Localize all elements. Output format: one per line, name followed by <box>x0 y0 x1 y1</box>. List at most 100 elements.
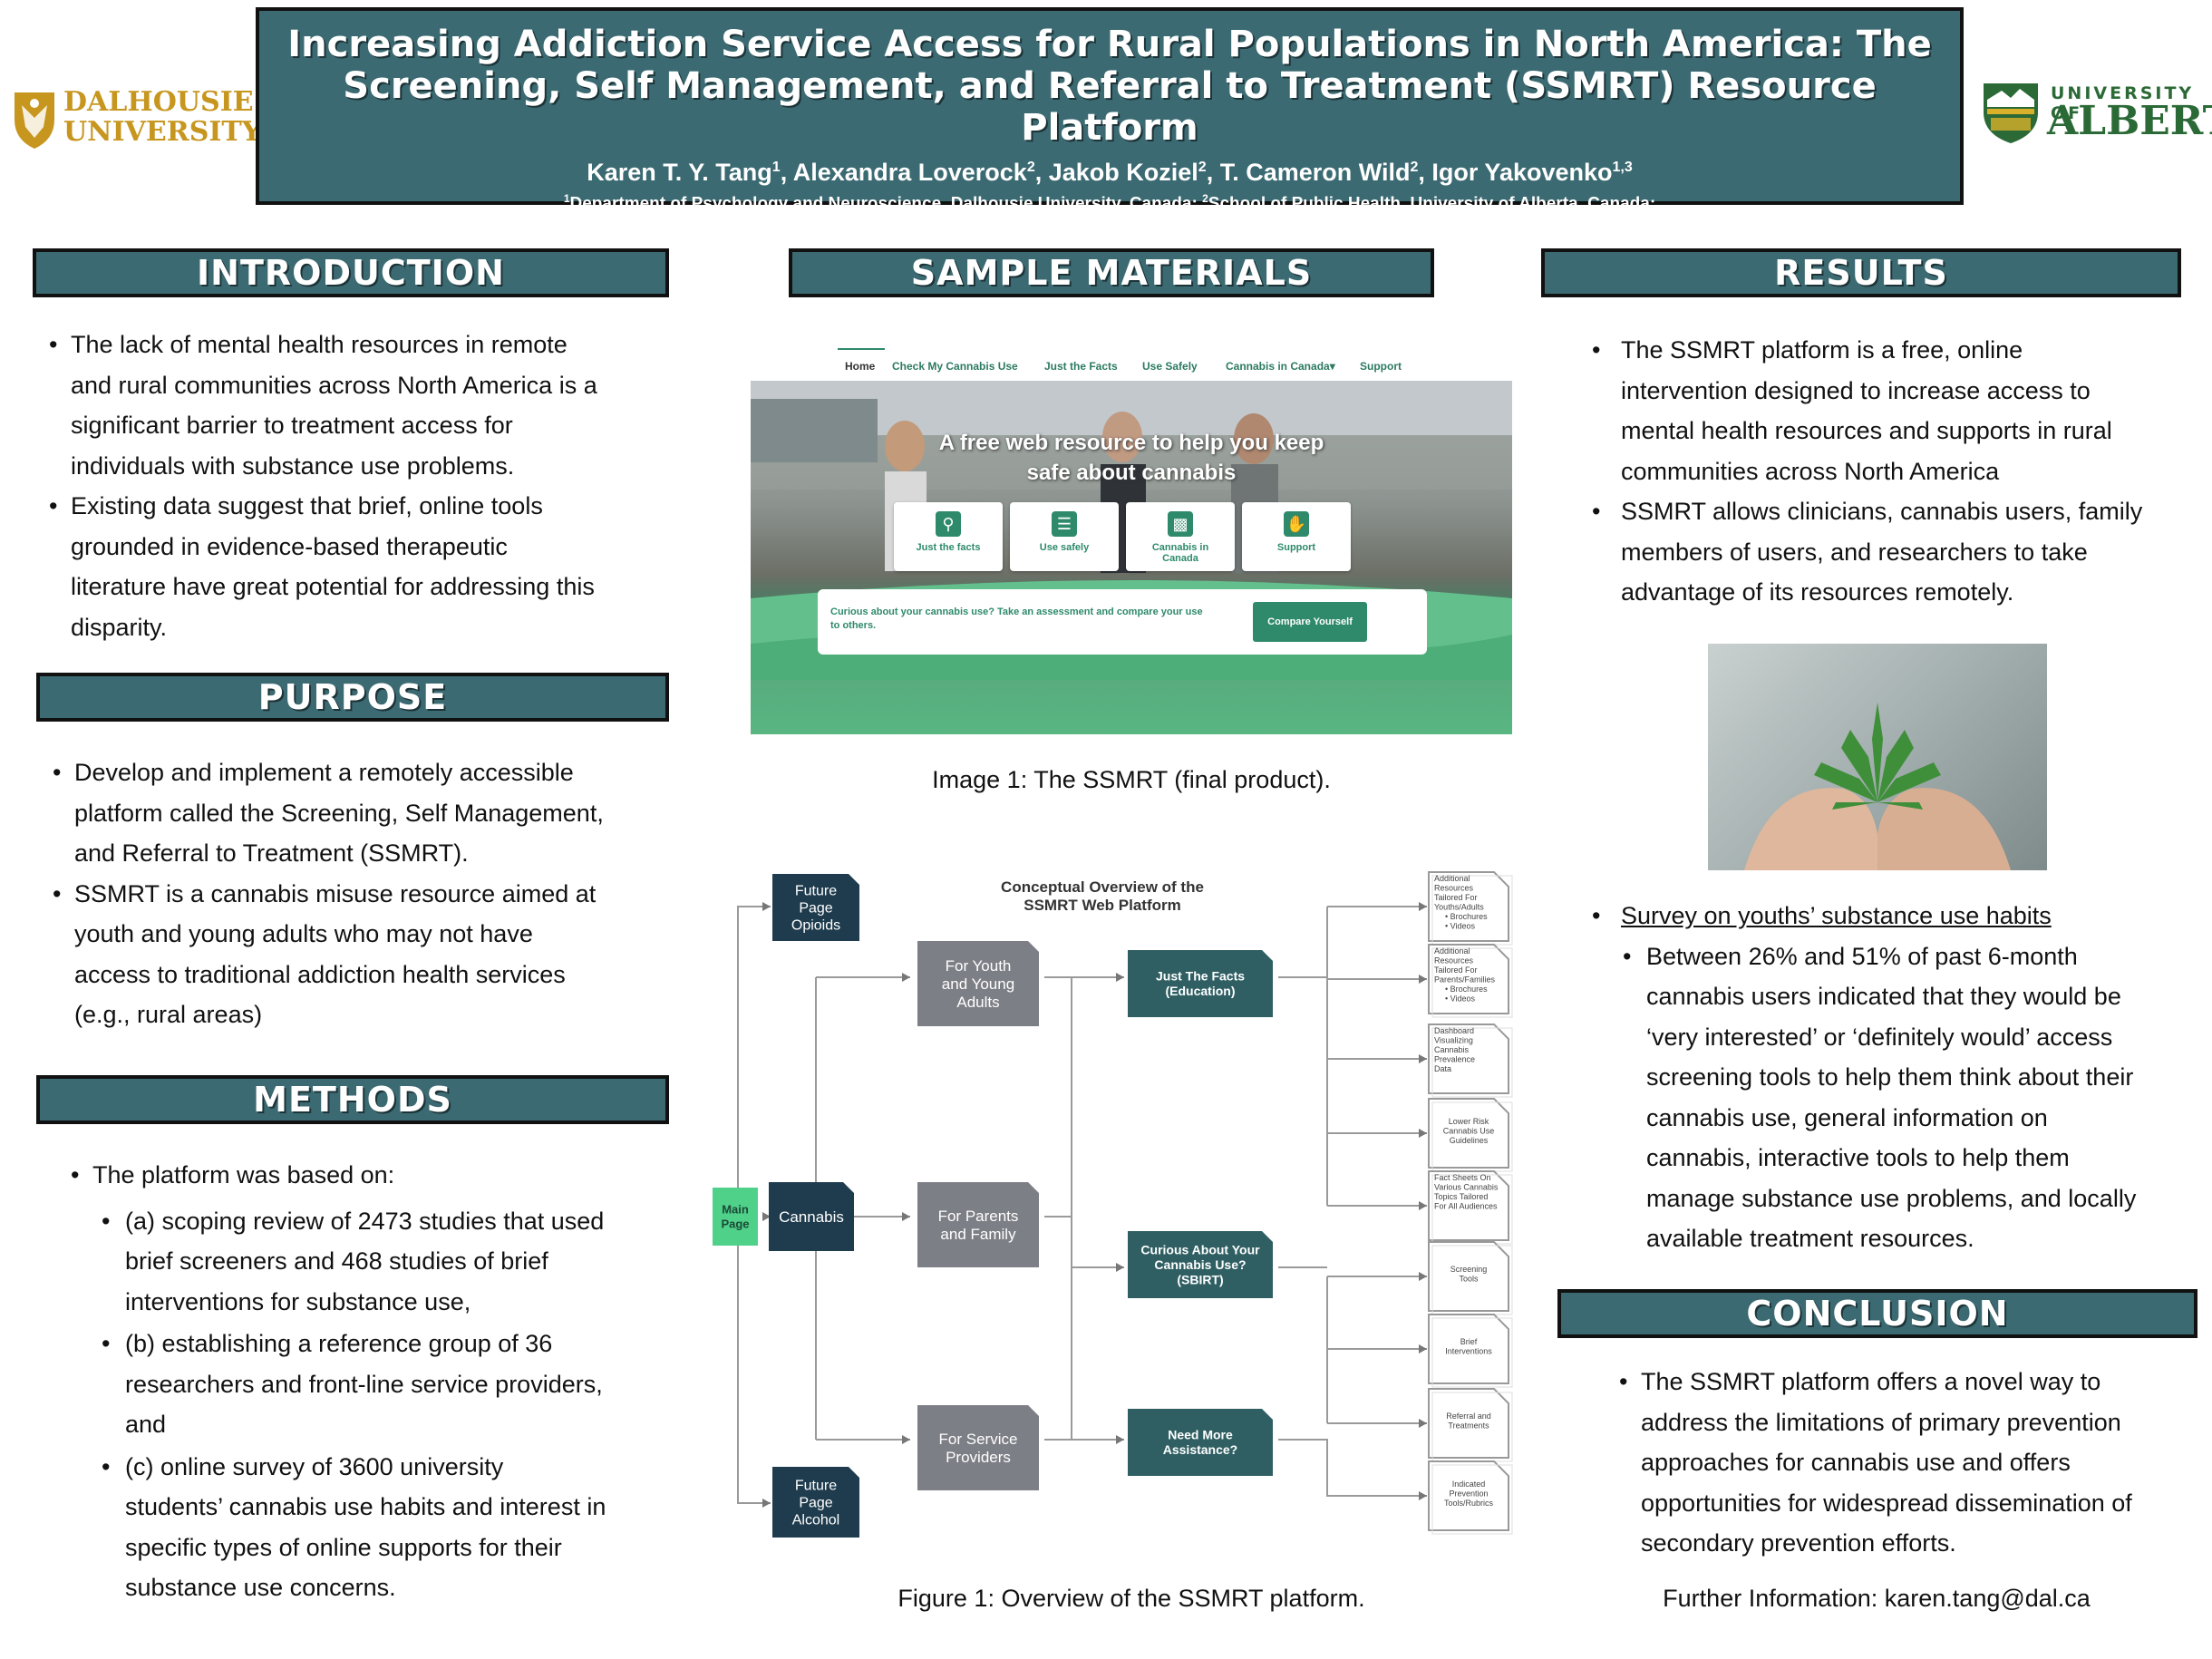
purpose-bullet-line: Develop and implement a remotely accessi… <box>74 759 574 786</box>
purpose-bullet-line: SSMRT is a cannabis misuse resource aime… <box>74 879 597 907</box>
connector-doc-1-arrowhead <box>1419 975 1427 984</box>
survey-line: cannabis use, general information on <box>1646 1103 2048 1131</box>
cannabis-leaf-photo <box>1708 644 2047 870</box>
introduction-bullet-line: significant barrier to treatment access … <box>71 412 513 439</box>
alberta-crest-icon <box>1984 83 2038 143</box>
title-banner: Increasing Addiction Service Access for … <box>256 7 1964 241</box>
introduction-bullet-line: Existing data suggest that brief, online… <box>71 492 543 519</box>
introduction-bullet-line: individuals with substance use problems. <box>71 451 515 480</box>
introduction-body: The lack of mental health resources in r… <box>49 325 665 647</box>
author-name: T. Cameron Wild <box>1219 159 1411 186</box>
methods-sub-bullet-line: and <box>125 1411 167 1438</box>
results-bullet-line: The SSMRT platform is a free, online <box>1621 336 2023 364</box>
connector-doc-2-arrowhead <box>1419 1054 1427 1063</box>
bar-chart-icon: ▩ <box>1168 511 1193 537</box>
nav-cannabis-in-canada[interactable]: Cannabis in Canada▾ <box>1226 360 1335 373</box>
nav-check-my-cannabis-use[interactable]: Check My Cannabis Use <box>892 360 1018 373</box>
introduction-bullet-line: and rural communities across North Ameri… <box>71 371 597 399</box>
conclusion-bullet-line: The SSMRT platform offers a novel way to <box>1641 1368 2101 1395</box>
connector-main-alcohol <box>737 1217 771 1504</box>
hero-button-use-safely[interactable]: ☰ Use safely <box>1010 502 1119 571</box>
connector-doc-8 <box>1278 1439 1427 1497</box>
image-caption: Image 1: The SSMRT (final product). <box>932 766 1331 793</box>
audience-box-2 <box>917 1405 1039 1490</box>
hero-button-just-the-facts[interactable]: ⚲ Just the facts <box>894 502 1003 571</box>
cta-text: Curious about your cannabis use? Take an… <box>830 606 1203 631</box>
nav-support[interactable]: Support <box>1360 360 1402 373</box>
document-box-8 <box>1428 1460 1509 1531</box>
purpose-bullet-line: (e.g., rural areas) <box>74 1001 263 1028</box>
compare-yourself-button[interactable]: Compare Yourself <box>1253 602 1367 642</box>
purpose-heading: PURPOSE <box>36 673 669 722</box>
dalhousie-name-line1: DALHOUSIE <box>63 86 254 118</box>
author-name: Igor Yakovenko <box>1431 159 1613 186</box>
author-name: Jakob Koziel <box>1048 159 1198 186</box>
document-shadow-2 <box>1431 1027 1513 1098</box>
website-screenshot: Home Check My Cannabis Use Just the Fact… <box>751 337 1512 734</box>
purpose-bullet-item: Develop and implement a remotely accessi… <box>53 752 669 874</box>
title-line-1: Increasing Addiction Service Access for … <box>287 24 1932 65</box>
audience-box-1 <box>917 1182 1039 1267</box>
connector-to-audience-2-arrowhead <box>902 1435 910 1444</box>
connector-to-section-2-arrowhead <box>1116 1435 1124 1444</box>
connector-doc-6-arrowhead <box>1419 1344 1427 1353</box>
audience-box-0 <box>917 941 1039 1026</box>
conclusion-bullet-line: opportunities for widespread disseminati… <box>1641 1489 2132 1517</box>
results-bullet-line: intervention designed to increase access… <box>1621 376 2091 404</box>
author-affiliation-marker: 2 <box>1198 160 1207 175</box>
conclusion-bullet-line: approaches for cannabis use and offers <box>1641 1449 2071 1476</box>
survey-bullets: Survey on youths’ substance use habits <box>1592 896 2190 936</box>
hero-button-cannabis-in-canada[interactable]: ▩ Cannabis in Canada <box>1126 502 1235 571</box>
hero-button-support[interactable]: ✋ Support <box>1242 502 1351 571</box>
nav-just-the-facts[interactable]: Just the Facts <box>1044 360 1118 373</box>
section-box-0-label: Just The Facts(Education) <box>1156 969 1245 999</box>
results-bullet-item: SSMRT allows clinicians, cannabis users,… <box>1592 491 2190 613</box>
document-box-5 <box>1428 1241 1509 1312</box>
connector-to-audience-0-arrowhead <box>902 973 910 982</box>
results-bullets: The SSMRT platform is a free, online inte… <box>1592 330 2190 613</box>
nav-home[interactable]: Home <box>845 360 876 373</box>
methods-sub-bullet-line: students’ cannabis use habits and intere… <box>125 1493 606 1520</box>
results-bullet-line: communities across North America <box>1621 457 2000 485</box>
future-opioids-box <box>772 874 859 941</box>
methods-body: The platform was based on: (a) scoping r… <box>71 1155 669 1610</box>
poster-title: Increasing Addiction Service Access for … <box>268 24 1951 149</box>
conclusion-bullets: The SSMRT platform offers a novel way to… <box>1619 1362 2190 1564</box>
methods-heading: METHODS <box>36 1075 669 1124</box>
connector-main-opioids-arrowhead <box>762 902 771 911</box>
survey-finding: Between 26% and 51% of past 6-monthcanna… <box>1623 936 2190 1259</box>
methods-sub-bullet-line: brief screeners and 468 studies of brief <box>125 1247 548 1275</box>
survey-section: Survey on youths’ substance use habits B… <box>1592 896 2190 1259</box>
methods-sub-bullet-line: researchers and front-line service provi… <box>125 1370 603 1398</box>
alberta-name-line2: ALBERTA <box>2047 98 2212 144</box>
document-box-0 <box>1428 871 1509 942</box>
nav-use-safely[interactable]: Use Safely <box>1142 360 1198 373</box>
hands-leaf-icon <box>1744 703 2011 870</box>
connector-main-alcohol-arrowhead <box>762 1499 771 1508</box>
connector-doc-8-arrowhead <box>1419 1491 1427 1500</box>
document-box-7 <box>1428 1388 1509 1459</box>
website-nav: Home Check My Cannabis Use Just the Fact… <box>751 337 1512 381</box>
connector-to-audience-1-arrowhead <box>902 1212 910 1221</box>
conclusion-bullet-item: The SSMRT platform offers a novel way to… <box>1619 1362 2190 1564</box>
purpose-body: Develop and implement a remotely accessi… <box>53 752 669 1035</box>
cannabis-box <box>769 1182 854 1251</box>
results-bullet-line: mental health resources and supports in … <box>1621 417 2112 444</box>
survey-line: available treatment resources. <box>1646 1225 1974 1252</box>
author-name: Karen T. Y. Tang <box>587 159 772 186</box>
website-hero: A free web resource to help you keep saf… <box>751 381 1512 734</box>
dalhousie-crest-icon <box>15 92 54 149</box>
